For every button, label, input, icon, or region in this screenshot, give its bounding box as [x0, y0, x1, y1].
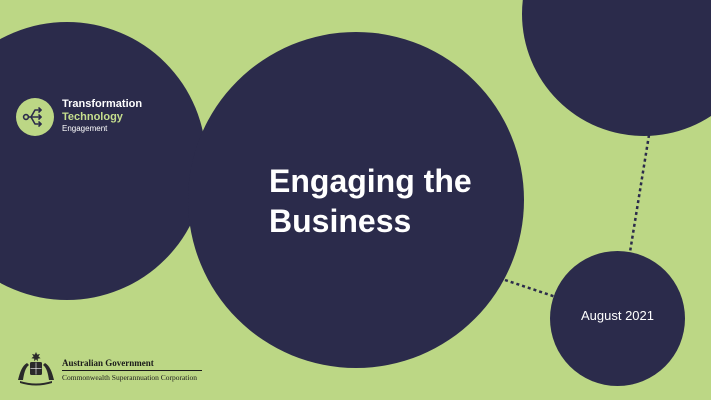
bottom-right-circle	[550, 251, 685, 386]
government-text: Australian Government Commonwealth Super…	[62, 358, 202, 382]
coat-of-arms-icon	[18, 352, 54, 386]
connector-main-bottomright	[504, 278, 557, 299]
logo-line-engagement: Engagement	[62, 124, 108, 134]
logo-text: Transformation Technology Engagement	[62, 98, 142, 133]
connector-topright-bottomright	[628, 134, 651, 253]
australian-government-logo: Australian Government Commonwealth Super…	[14, 350, 214, 386]
slide-title-line-2: Business	[269, 203, 412, 239]
branching-arrows-icon	[16, 98, 54, 136]
slide-date: August 2021	[580, 308, 654, 323]
organisation-name: Commonwealth Superannuation Corporation	[62, 373, 197, 382]
government-name: Australian Government	[62, 358, 202, 371]
transformation-technology-logo: Transformation Technology Engagement	[16, 98, 166, 142]
slide-title: Engaging the Business	[269, 161, 499, 241]
logo-line-transformation: Transformation	[62, 98, 143, 110]
logo-line-technology: Technology	[62, 110, 123, 123]
slide-title-line-1: Engaging the	[269, 163, 472, 199]
main-circle	[188, 32, 524, 368]
